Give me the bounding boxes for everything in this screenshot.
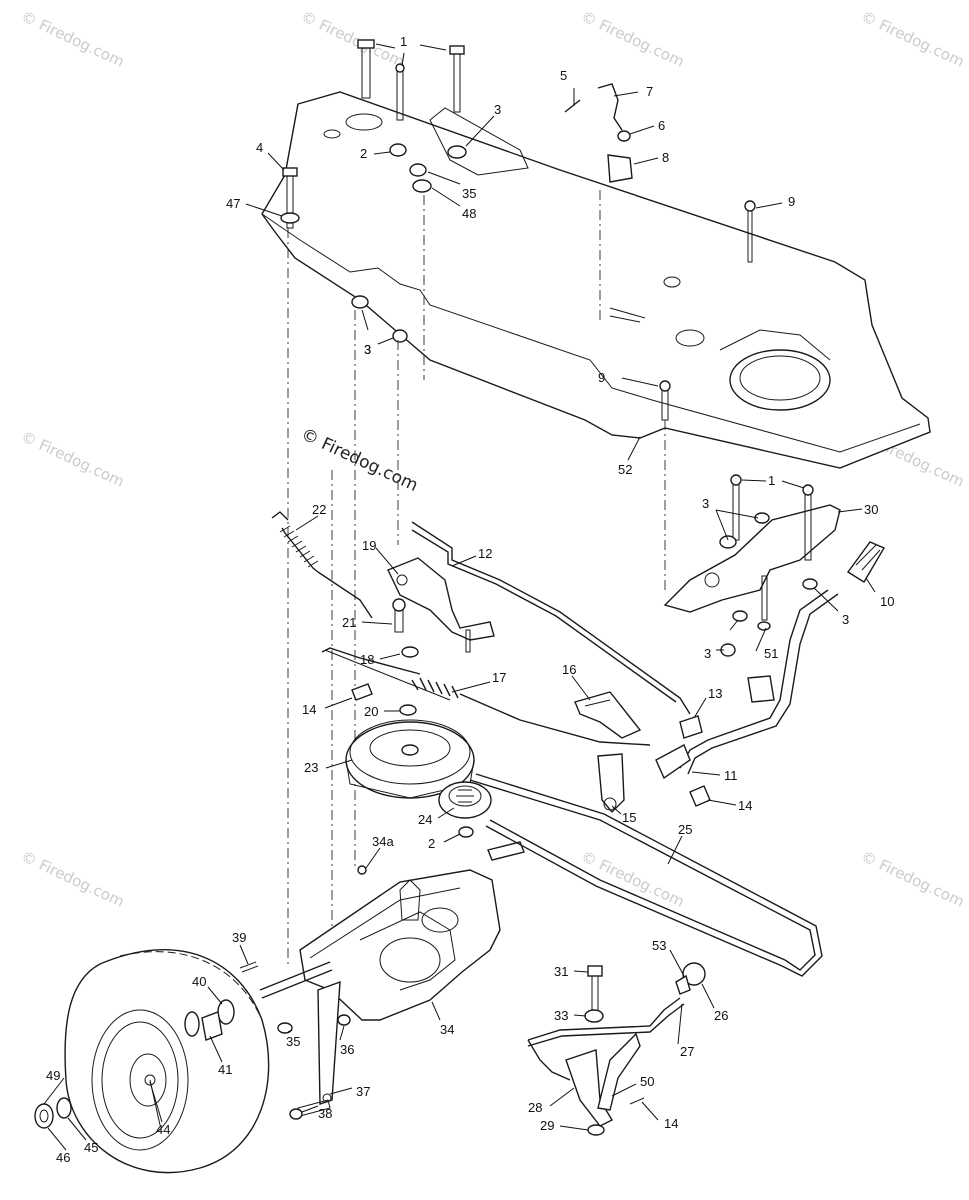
drive-belt <box>469 773 823 977</box>
callout-21: 21 <box>342 615 356 630</box>
control-bracket <box>663 474 886 657</box>
brake-assembly <box>527 962 706 1136</box>
callout-35: 35 <box>286 1034 300 1049</box>
callout-9: 9 <box>598 370 605 385</box>
callout-34a: 34a <box>372 834 394 849</box>
callout-48: 48 <box>462 206 476 221</box>
watermark: © Firedog.com <box>578 7 687 70</box>
callout-40: 40 <box>192 974 206 989</box>
callout-36: 36 <box>340 1042 354 1057</box>
callout-17: 17 <box>492 670 506 685</box>
callout-27: 27 <box>680 1044 694 1059</box>
callout-44: 44 <box>156 1122 170 1137</box>
callout-25: 25 <box>678 822 692 837</box>
callout-2: 2 <box>360 146 367 161</box>
callout-3: 3 <box>364 342 371 357</box>
watermark: © Firedog.com <box>298 7 407 70</box>
springs <box>271 511 651 746</box>
top-hardware <box>280 39 756 421</box>
callout-9: 9 <box>788 194 795 209</box>
callout-31: 31 <box>554 964 568 979</box>
callout-7: 7 <box>646 84 653 99</box>
callout-3: 3 <box>702 496 709 511</box>
callout-3: 3 <box>704 646 711 661</box>
callout-26: 26 <box>714 1008 728 1023</box>
watermark: © Firedog.com <box>858 7 967 70</box>
callout-1: 1 <box>768 473 775 488</box>
callout-1: 1 <box>400 34 407 49</box>
callout-50: 50 <box>640 1074 654 1089</box>
callout-4: 4 <box>256 140 263 155</box>
callout-14: 14 <box>302 702 316 717</box>
callout-13: 13 <box>708 686 722 701</box>
callout-14: 14 <box>664 1116 678 1131</box>
callout-39: 39 <box>232 930 246 945</box>
callout-20: 20 <box>364 704 378 719</box>
wheel-assembly <box>34 949 270 1174</box>
callout-34: 34 <box>440 1022 454 1037</box>
callout-15: 15 <box>622 810 636 825</box>
callout-11: 11 <box>724 768 738 783</box>
callout-18: 18 <box>360 652 374 667</box>
watermark: © Firedog.com <box>298 424 421 496</box>
callout-8: 8 <box>662 150 669 165</box>
callout-19: 19 <box>362 538 376 553</box>
callout-37: 37 <box>356 1084 370 1099</box>
callout-35: 35 <box>462 186 476 201</box>
callout-45: 45 <box>84 1140 98 1155</box>
callout-52: 52 <box>618 462 632 477</box>
watermark: © Firedog.com <box>858 847 967 910</box>
callout-3: 3 <box>364 342 371 357</box>
callout-3: 3 <box>494 102 501 117</box>
callout-14: 14 <box>738 798 752 813</box>
rod-and-bracket <box>387 521 691 716</box>
callout-47: 47 <box>226 196 240 211</box>
watermark: © Firedog.com <box>18 847 127 910</box>
callout-41: 41 <box>218 1062 232 1077</box>
watermark: © Firedog.com <box>18 427 127 490</box>
callout-29: 29 <box>540 1118 554 1133</box>
callout-6: 6 <box>658 118 665 133</box>
watermark: © Firedog.com <box>18 7 127 70</box>
callout-3: 3 <box>842 612 849 627</box>
callout-53: 53 <box>652 938 666 953</box>
shift-lever <box>655 589 839 780</box>
callout-30: 30 <box>864 502 878 517</box>
callout-22: 22 <box>312 502 326 517</box>
callout-49: 49 <box>46 1068 60 1083</box>
callout-12: 12 <box>478 546 492 561</box>
callout-38: 38 <box>318 1106 332 1121</box>
callout-33: 33 <box>554 1008 568 1023</box>
callout-28: 28 <box>528 1100 542 1115</box>
callout-2: 2 <box>428 836 435 851</box>
callout-5: 5 <box>560 68 567 83</box>
callout-46: 46 <box>56 1150 70 1165</box>
transaxle <box>239 841 525 1120</box>
leader-lines <box>43 43 876 1151</box>
callout-23: 23 <box>304 760 318 775</box>
callout-16: 16 <box>562 662 576 677</box>
callout-24: 24 <box>418 812 432 827</box>
callout-10: 10 <box>880 594 894 609</box>
callouts: 1 2 3 3 4 5 6 7 8 9 9 35 48 47 3 52 1 30… <box>46 34 894 1165</box>
callout-51: 51 <box>764 646 778 661</box>
idler-bracket <box>574 691 711 814</box>
